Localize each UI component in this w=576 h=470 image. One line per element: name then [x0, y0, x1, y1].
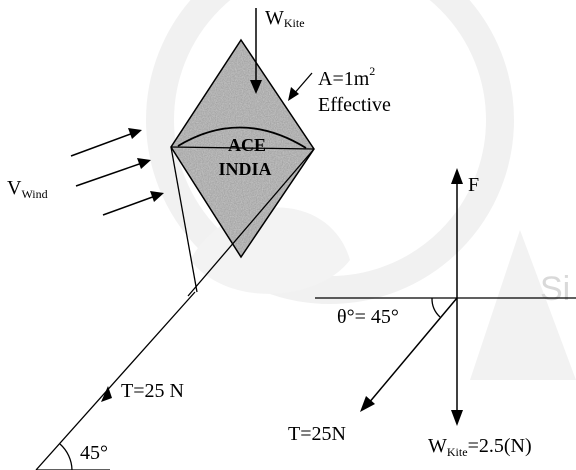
- watermark-text: Si: [540, 270, 570, 308]
- kite-bow: [177, 126, 307, 149]
- string-tension-arrowhead: [101, 386, 112, 402]
- fbd-theta-arc: [431, 297, 441, 318]
- fbd-force-up-label: F: [468, 174, 479, 196]
- free-body-diagram: F WKite=2.5(N) T=25N θ°= 45°: [288, 168, 576, 459]
- string-tension-label: T=25 N: [121, 380, 184, 402]
- fbd-force-up-arrowhead: [451, 168, 463, 184]
- wind-arrowhead-3: [150, 191, 164, 202]
- string-angle-label: 45°: [80, 442, 108, 464]
- wind-arrowhead-2: [137, 158, 151, 169]
- kite-cross-spar: [170, 146, 315, 150]
- bridle-line-front: [170, 146, 198, 293]
- fbd-weight-arrowhead: [451, 410, 463, 426]
- kite-text-india: INDIA: [218, 159, 271, 179]
- fbd-weight-label: WKite=2.5(N): [428, 435, 532, 459]
- wind-label: VWind: [7, 177, 48, 201]
- fbd-tension-arrowhead: [360, 396, 375, 412]
- fbd-tension-arrow: [367, 297, 458, 405]
- wind-arrow-1: [70, 131, 137, 157]
- kite-string: [35, 291, 196, 470]
- kite-weight-label: WKite: [265, 7, 305, 30]
- wind-arrow-3: [102, 194, 159, 216]
- kite-outline: [170, 38, 315, 259]
- string-angle-arc: [59, 443, 73, 470]
- watermark-ring: [146, 0, 514, 304]
- kite-text-ace: ACE: [228, 135, 266, 155]
- effective-label: Effective: [318, 94, 391, 116]
- area-pointer: [292, 72, 313, 96]
- area-label: A=1m2: [318, 64, 375, 90]
- wind-arrows: [70, 128, 164, 216]
- watermark-layer: Si: [146, 0, 576, 380]
- bridle-line-back: [187, 148, 315, 297]
- kite-weight-arrowhead: [250, 80, 262, 94]
- watermark-letter-a: [470, 230, 576, 380]
- wind-arrow-2: [75, 161, 146, 187]
- wind-arrowhead-1: [128, 128, 142, 139]
- fbd-tension-label: T=25N: [288, 423, 346, 445]
- fbd-theta-label: θ°= 45°: [337, 306, 399, 328]
- area-pointer-arrowhead: [288, 87, 299, 101]
